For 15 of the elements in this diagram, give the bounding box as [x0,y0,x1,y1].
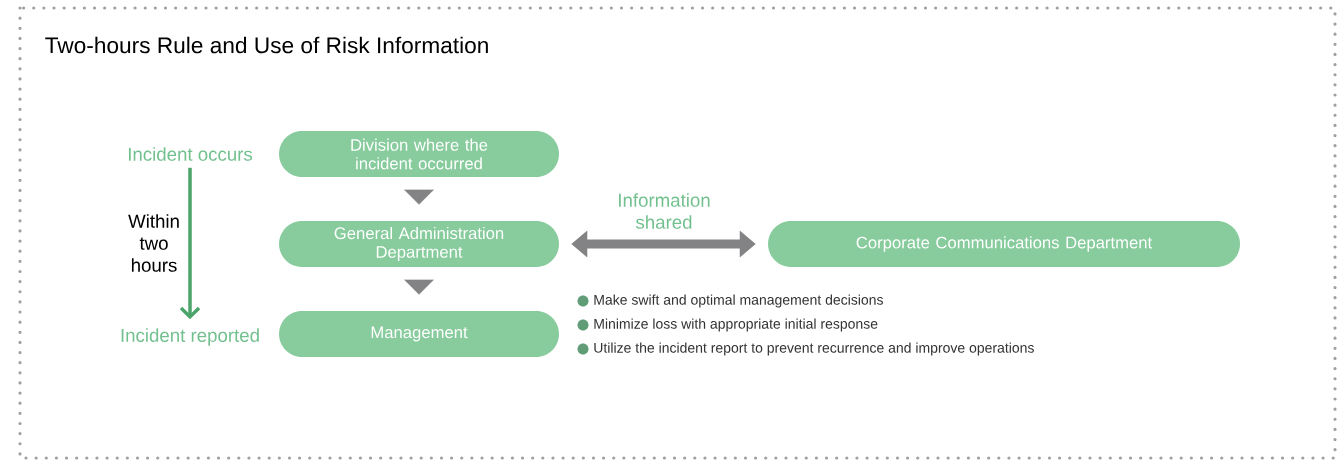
process-box: General Administration Department [279,221,559,267]
step-label: Incident reported [121,328,259,346]
step-label: Incident occurs [128,147,253,161]
arrow [404,189,434,205]
bullet-text: Utilize the incident report to prevent recurrence and improve operations [594,342,1034,356]
title: Two-hours Rule and Use of Risk Information [45,36,488,54]
edge-label: Within two hours [128,214,179,272]
edge-label: Information shared [619,193,710,229]
arrow [179,167,201,320]
bullet-text: Make swift and optimal management decisions [594,294,883,308]
process-box: Division where the incident occurred [279,131,559,177]
process-box: Management [279,311,559,357]
process-box: Corporate Communications Department [768,221,1240,267]
arrow [404,279,434,295]
bullet-text: Minimize loss with appropriate initial response [594,318,878,332]
